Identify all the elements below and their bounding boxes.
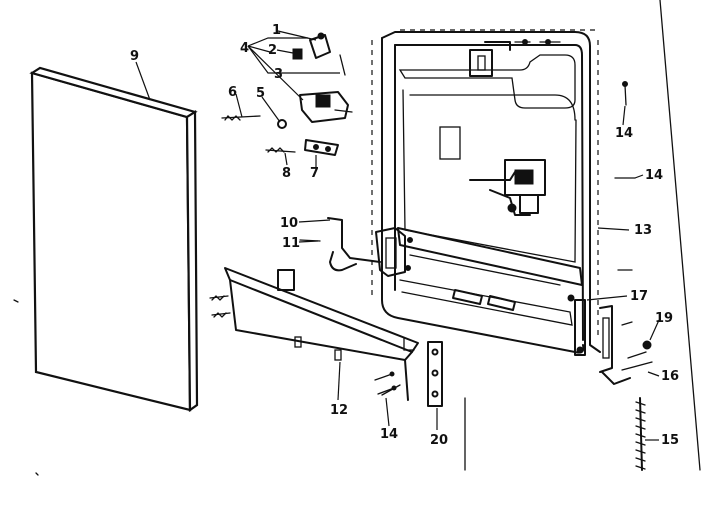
- callout-5: 5: [256, 86, 265, 101]
- screws-bottom: [374, 371, 397, 395]
- outer-door-panel: [29, 66, 199, 413]
- callout-9: 9: [130, 49, 139, 64]
- callout-14-right-top: 14: [615, 126, 633, 141]
- screws-right: [614, 81, 636, 271]
- callout-10: 10: [280, 216, 298, 231]
- hinge-arm: [299, 217, 413, 277]
- callout-3: 3: [274, 67, 283, 82]
- callout-4: 4: [240, 41, 249, 56]
- door-spring: [635, 397, 646, 471]
- side-bracket: [567, 294, 653, 385]
- callout-14-right-mid: 14: [645, 168, 663, 183]
- callout-15: 15: [661, 433, 679, 448]
- callout-12: 12: [330, 403, 348, 418]
- callout-7: 7: [310, 166, 319, 181]
- leader-lines: [135, 30, 660, 441]
- hinge-plate: [427, 341, 443, 407]
- callout-6: 6: [228, 85, 237, 100]
- callout-16: 16: [661, 369, 679, 384]
- top-hinge-bracket: [469, 39, 561, 77]
- callout-2: 2: [268, 43, 277, 58]
- callout-1: 1: [272, 23, 281, 38]
- guide-lines: [13, 0, 701, 476]
- callout-19: 19: [655, 311, 673, 326]
- latch-assembly: [469, 159, 546, 216]
- callout-8: 8: [282, 166, 291, 181]
- callout-14-bottom: 14: [380, 427, 398, 442]
- callout-20: 20: [430, 433, 448, 448]
- switch-parts-cluster: [221, 32, 353, 156]
- kick-plate: [209, 267, 419, 401]
- callout-17: 17: [630, 289, 648, 304]
- callout-11: 11: [282, 236, 300, 251]
- callout-labels: 1 2 3 4 5 6 7 8 9 10 11 12 13 14 14 14 1…: [130, 23, 679, 448]
- inner-door-liner: [371, 29, 601, 354]
- callout-13: 13: [634, 223, 652, 238]
